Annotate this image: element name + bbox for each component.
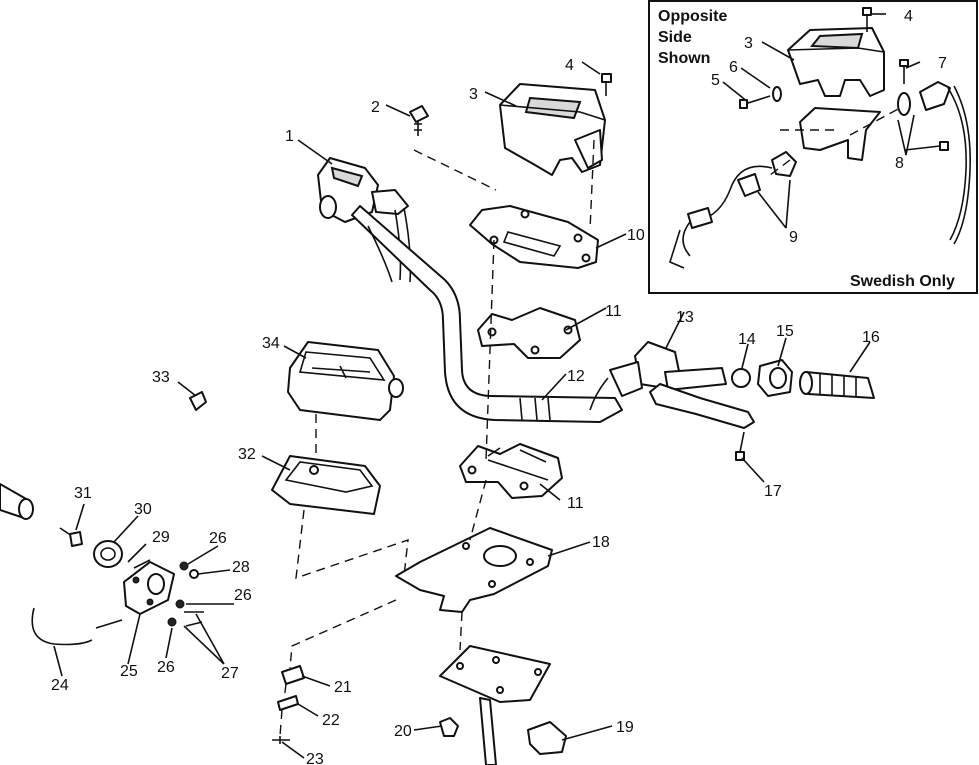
inset-callout-9: 9	[789, 229, 798, 246]
callout-34: 34	[262, 335, 280, 352]
left-switch-housing	[317, 157, 412, 283]
clip-21	[281, 665, 305, 685]
mounting-bracket	[395, 527, 553, 613]
inset-callout-8: 8	[895, 155, 904, 172]
callout-4: 4	[565, 57, 574, 74]
inset-heading-line1: Opposite	[658, 8, 727, 25]
callout-26-bottom: 26	[157, 659, 175, 676]
callout-18: 18	[592, 534, 610, 551]
pin-23	[272, 736, 290, 744]
inset-key-switch	[897, 81, 971, 245]
nut-26b	[175, 599, 185, 609]
nut-28	[189, 569, 199, 579]
nut-26a	[179, 561, 189, 571]
throttle-housing	[757, 359, 793, 397]
screw-17	[735, 431, 745, 461]
swedish-inset: Opposite Side Shown Swedish Only	[648, 0, 978, 294]
light-socket	[133, 559, 151, 569]
cable-tube	[0, 483, 34, 520]
indicator-wire	[31, 607, 93, 646]
callout-17: 17	[764, 483, 782, 500]
bar-end-cap	[731, 368, 751, 388]
callout-24: 24	[51, 677, 69, 694]
callout-16: 16	[862, 329, 880, 346]
callout-12: 12	[567, 368, 585, 385]
inset-callout-6: 6	[729, 59, 738, 76]
inset-heading-line3: Shown	[658, 50, 710, 67]
callout-30: 30	[134, 501, 152, 518]
nut-20	[439, 717, 459, 737]
callout-31: 31	[74, 485, 92, 502]
callout-3: 3	[469, 86, 478, 103]
callout-25: 25	[120, 663, 138, 680]
speedometer-boot	[271, 455, 381, 515]
steering-plate	[439, 645, 551, 765]
steering-post-clamp	[527, 721, 567, 755]
leader-lines	[53, 61, 871, 759]
callout-13: 13	[676, 309, 694, 326]
callout-1: 1	[285, 128, 294, 145]
callout-27: 27	[221, 665, 239, 682]
inset-heading-line2: Side	[658, 29, 692, 46]
bolt-2	[409, 105, 429, 136]
callout-23: 23	[306, 751, 324, 765]
clamp-plate	[469, 205, 599, 269]
brake-lever-assembly	[589, 341, 755, 429]
callout-26-top: 26	[209, 530, 227, 547]
callout-14: 14	[738, 331, 756, 348]
bolt-4	[601, 73, 612, 96]
handlebar-grip	[799, 371, 875, 399]
speedometer	[287, 341, 404, 421]
inset-callout-7: 7	[938, 55, 947, 72]
callout-32: 32	[238, 446, 256, 463]
inset-bolt-4	[862, 7, 872, 32]
callout-15: 15	[776, 323, 794, 340]
inset-footer-note: Swedish Only	[850, 273, 955, 290]
callout-numbers: 1 2 3 4 10 11 11 12 13 14 15 16 17 18 19…	[51, 57, 880, 765]
screw-27	[184, 611, 204, 627]
inset-bolt-5	[739, 86, 782, 109]
speedometer-cable-end	[189, 391, 207, 411]
callout-11-upper: 11	[605, 303, 622, 320]
handlebar	[351, 205, 623, 423]
callout-22: 22	[322, 712, 340, 729]
inset-handlebar-cover	[787, 27, 885, 97]
alignment-lines	[279, 139, 595, 737]
clip-22	[277, 695, 299, 711]
inset-switch-bracket	[799, 107, 881, 161]
callout-20: 20	[394, 723, 412, 740]
callout-28: 28	[232, 559, 250, 576]
callout-11-lower: 11	[567, 495, 584, 512]
inset-bolt-7	[899, 59, 909, 84]
indicator-housing	[123, 561, 175, 615]
callout-26-mid: 26	[234, 587, 252, 604]
callout-19: 19	[616, 719, 634, 736]
upper-handlebar-clamp	[477, 307, 581, 359]
handlebar-cover	[499, 83, 606, 176]
inset-callout-5: 5	[711, 72, 720, 89]
nut-26c	[167, 617, 177, 627]
callout-33: 33	[152, 369, 170, 386]
callout-29: 29	[152, 529, 170, 546]
callout-2: 2	[371, 99, 380, 116]
inset-callout-3: 3	[744, 35, 753, 52]
callout-21: 21	[334, 679, 352, 696]
fastener-31	[59, 527, 83, 547]
inset-callout-4: 4	[904, 8, 913, 25]
callout-10: 10	[627, 227, 645, 244]
mounting-ring	[93, 540, 123, 568]
